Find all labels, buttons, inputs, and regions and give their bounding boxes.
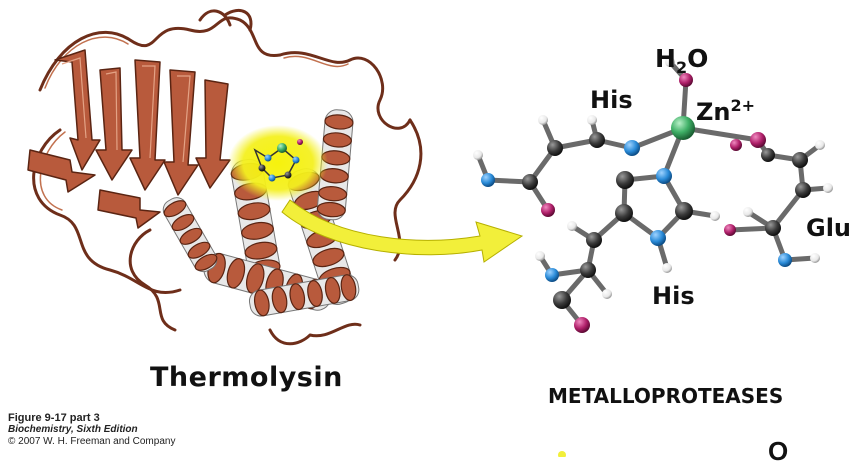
active-site-model (473, 57, 833, 459)
oxygen-atom (724, 224, 736, 236)
caption-book-title: Biochemistry, Sixth Edition (8, 424, 138, 435)
partial-label: O (768, 436, 789, 466)
h-atom (567, 221, 577, 231)
zoom-arrow (281, 199, 524, 263)
carbon-atom (547, 140, 563, 156)
strand-4 (163, 69, 199, 196)
partial-atom (558, 451, 566, 459)
h-atom (665, 57, 675, 67)
h-atom (587, 115, 597, 125)
h-atom (823, 183, 833, 193)
strand-6 (27, 149, 96, 193)
oxygen-atom (541, 203, 555, 217)
his-label-bottom: His (652, 282, 695, 310)
carbon-atom (553, 291, 571, 309)
h-atom (815, 140, 825, 150)
figure-svg (27, 9, 833, 459)
nitrogen-atom (650, 230, 666, 246)
coil-3 (278, 51, 412, 130)
figure-caption: Figure 9-17 part 3 Biochemistry, Sixth E… (8, 412, 175, 448)
carbon-atom (616, 171, 634, 189)
strand-3 (129, 59, 166, 191)
h-atom (810, 253, 820, 263)
his-label-top: His (590, 86, 633, 114)
h-atom (602, 289, 612, 299)
h-atom (538, 115, 548, 125)
strand-2 (95, 67, 133, 181)
coil-7 (198, 9, 253, 32)
zinc-label: Zn2+ (696, 96, 756, 126)
section-title: METALLOPROTEASES (548, 384, 784, 408)
nitrogen-atom (545, 268, 559, 282)
h-atom (662, 263, 672, 273)
thermolysin-ribbon (27, 9, 423, 346)
strand-1 (54, 49, 101, 171)
glu-oxygen-atom (750, 132, 766, 148)
water-oxygen-atom (679, 73, 693, 87)
nitrogen-atom (624, 140, 640, 156)
carbon-atom (615, 204, 633, 222)
coil-5 (128, 228, 177, 332)
carbon-atom (795, 182, 811, 198)
oxygen-atom (574, 317, 590, 333)
carbon-atom (580, 262, 596, 278)
carbon-atom (792, 152, 808, 168)
h-atom (710, 211, 720, 221)
zinc-ion (671, 116, 695, 140)
nitrogen-atom (481, 173, 495, 187)
carbon-atom (586, 232, 602, 248)
figure-canvas: H2O His Zn2+ Glu His Thermolysin METALLO… (8, 9, 851, 466)
h-atom (473, 150, 483, 160)
carbon-atom (522, 174, 538, 190)
h-atom (535, 251, 545, 261)
carbon-atom (761, 148, 775, 162)
glu-label: Glu (806, 214, 851, 242)
coil-6 (268, 322, 362, 346)
nitrogen-atom (656, 168, 672, 184)
water-label: H2O (655, 44, 709, 77)
strand-7 (97, 189, 161, 229)
carbon-atom (675, 202, 693, 220)
h-atom (743, 207, 753, 217)
active-site-highlight (228, 125, 328, 201)
caption-figure-number: Figure 9-17 part 3 (8, 412, 100, 424)
nitrogen-atom (778, 253, 792, 267)
carbon-atom (589, 132, 605, 148)
carbon-atom (765, 220, 781, 236)
caption-copyright: © 2007 W. H. Freeman and Company (8, 436, 176, 447)
protein-name: Thermolysin (150, 362, 343, 393)
active-site-mini (253, 139, 303, 182)
strand-5 (195, 79, 231, 189)
oxygen-atom (730, 139, 742, 151)
